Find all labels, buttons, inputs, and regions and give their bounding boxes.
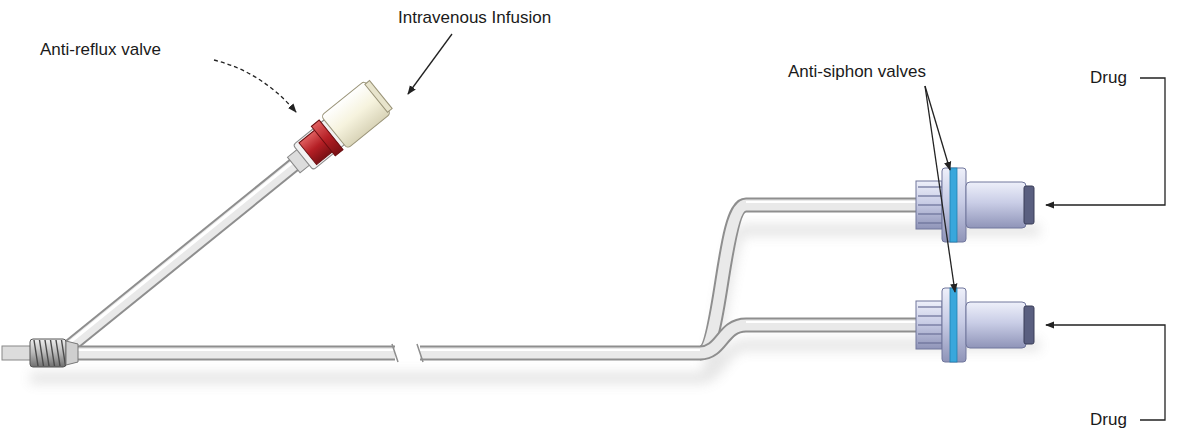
anti-reflux-valve bbox=[281, 78, 394, 181]
thread-stroke bbox=[34, 340, 38, 366]
thread-stroke bbox=[62, 340, 66, 366]
thread-stroke bbox=[40, 340, 44, 366]
thread-stroke bbox=[51, 340, 55, 366]
luer-connector bbox=[2, 339, 78, 367]
leader-lines bbox=[214, 34, 1165, 420]
port-label: Drug bbox=[1090, 68, 1127, 88]
part-label: Intravenous Infusion bbox=[398, 8, 551, 28]
tubing bbox=[60, 157, 918, 362]
part-label: Anti-siphon valves bbox=[788, 62, 926, 82]
part-label: Anti-reflux valve bbox=[40, 40, 161, 60]
anti-siphon-valve bbox=[916, 168, 1034, 242]
port-label: Drug bbox=[1090, 410, 1127, 430]
thread-stroke bbox=[45, 340, 49, 366]
thread-stroke bbox=[56, 340, 60, 366]
anti-siphon-valve bbox=[916, 288, 1034, 362]
